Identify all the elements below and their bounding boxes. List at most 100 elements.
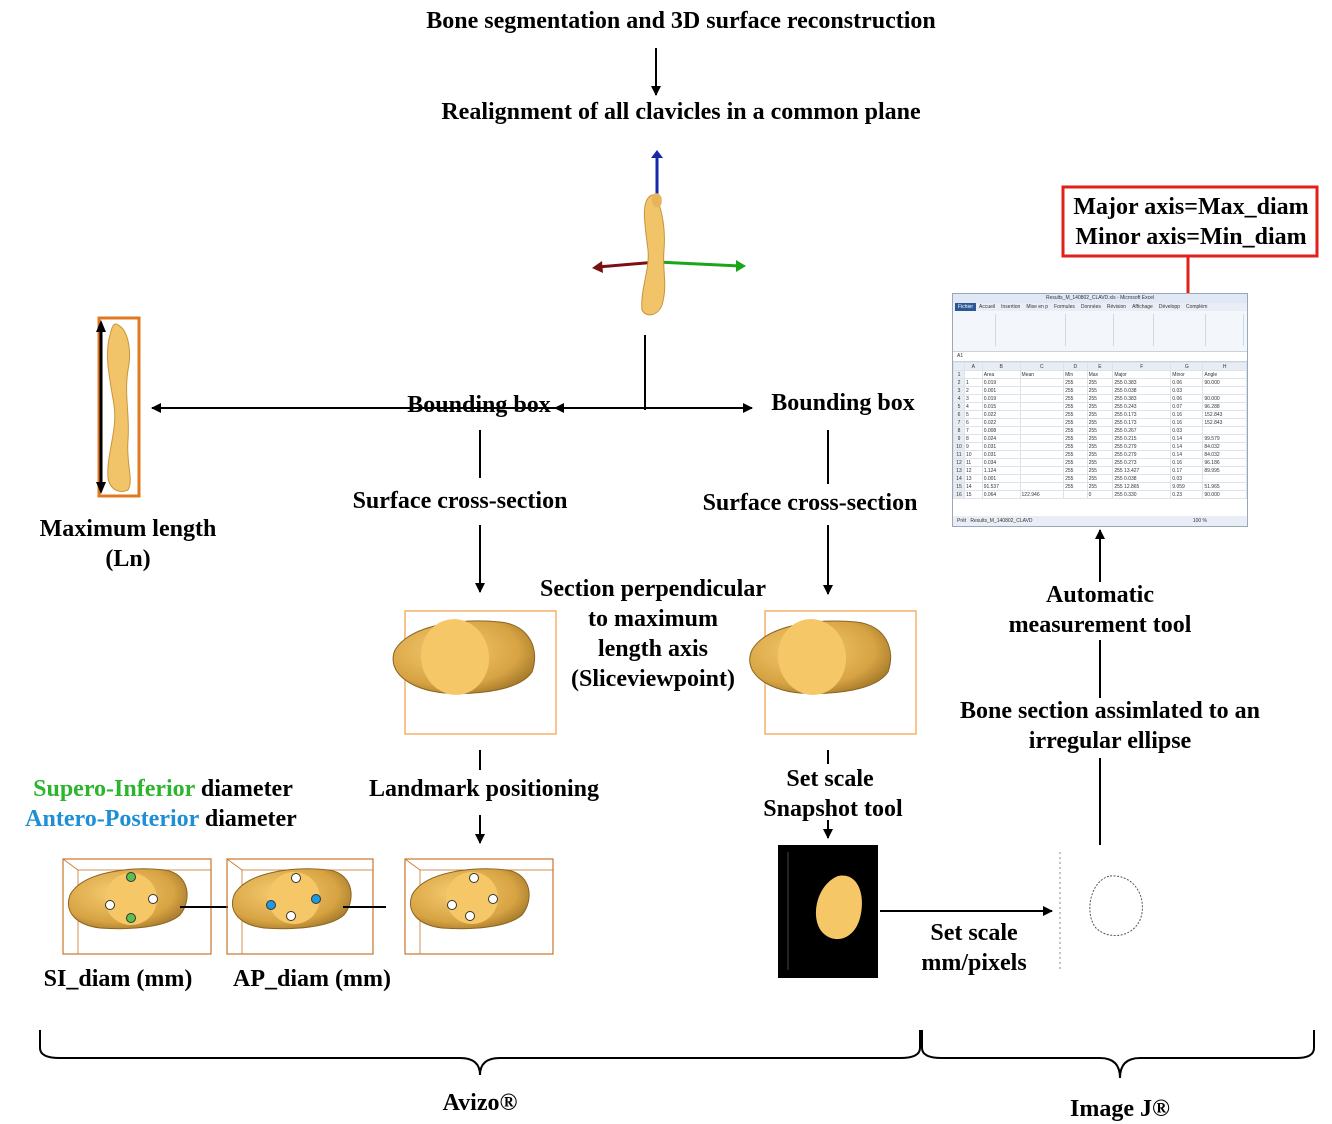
imagej-label: Image J® <box>1070 1096 1170 1122</box>
si-word: Supero-Inferior <box>33 776 195 802</box>
excel-tab: Révision <box>1106 304 1127 310</box>
excel-cell: 255 <box>1063 394 1088 403</box>
excel-cell: 0.064 <box>981 490 1021 499</box>
excel-cell: 84.032 <box>1202 442 1247 451</box>
excel-cell: 0.022 <box>981 418 1021 427</box>
excel-cell: 255 0.273 <box>1112 458 1172 467</box>
landmark-box-positions <box>404 858 554 955</box>
excel-cell: 13 <box>964 474 983 483</box>
section-image-right <box>749 610 917 735</box>
excel-cell: 255 <box>1063 474 1088 483</box>
excel-cell: 3 <box>953 386 965 395</box>
excel-cell: 255 <box>1063 442 1088 451</box>
excel-cell <box>1019 418 1065 427</box>
excel-cell: 255 <box>1063 410 1088 419</box>
excel-cell: 15 <box>964 490 983 499</box>
excel-cell: 9 <box>964 442 983 451</box>
snapshot-tool-label: Snapshot tool <box>763 796 903 822</box>
excel-cell <box>1019 386 1065 395</box>
excel-tab: Insertion <box>1001 304 1021 310</box>
excel-cell: 8 <box>953 426 965 435</box>
automatic-1: Automatic <box>1046 582 1154 608</box>
excel-cell: 255 <box>1063 418 1088 427</box>
excel-cell: 90.000 <box>1202 490 1247 499</box>
step-realignment: Realignment of all clavicles in a common… <box>441 99 921 125</box>
excel-cell: 8 <box>964 434 983 443</box>
excel-cell: 2 <box>953 378 965 387</box>
excel-cell <box>964 370 983 379</box>
excel-cell: 5 <box>964 410 983 419</box>
excel-cell: 10 <box>953 442 965 451</box>
excel-cell <box>1019 458 1065 467</box>
bone-section-2: irregular ellipse <box>1028 728 1192 754</box>
excel-cell <box>1019 450 1065 459</box>
imagej-ellipse-outline <box>1059 852 1143 970</box>
excel-cell: 255 0.383 <box>1112 378 1172 387</box>
excel-cell: 0.14 <box>1170 450 1204 459</box>
cross-section-left: Surface cross-section <box>352 488 568 514</box>
excel-cell: 90.000 <box>1202 378 1247 387</box>
bounding-box-right: Bounding box <box>771 390 915 416</box>
excel-cell: 0.16 <box>1170 410 1204 419</box>
excel-cell: 0.03 <box>1170 474 1204 483</box>
brace-imagej <box>921 1030 1315 1079</box>
excel-cell: 0.034 <box>981 458 1021 467</box>
excel-cell: 14 <box>953 474 965 483</box>
excel-tab: Complém <box>1185 304 1208 310</box>
excel-cell: 255 <box>1086 386 1114 395</box>
si-diameter-word: diameter <box>194 776 293 802</box>
excel-cell: 255 <box>1063 386 1088 395</box>
excel-cell: 255 <box>1086 442 1114 451</box>
excel-cell: 0.001 <box>981 386 1021 395</box>
excel-cell: 0 <box>1086 490 1114 499</box>
landmark-positioning: Landmark positioning <box>368 776 600 802</box>
excel-cell: 255 0.173 <box>1112 410 1172 419</box>
automatic-2: measurement tool <box>1008 612 1192 638</box>
ap-diam-label: AP_diam (mm) <box>233 966 391 992</box>
si-diameter-legend: Supero-Inferior diameter <box>8 774 318 804</box>
excel-cell: 96.186 <box>1202 458 1247 467</box>
excel-ribbon <box>953 311 1247 352</box>
excel-cell: 255 <box>1063 450 1088 459</box>
ap-diameter-legend: Antero-Posterior diameter <box>0 804 322 834</box>
excel-cell: 255 <box>1086 434 1114 443</box>
excel-cell: 51.965 <box>1202 482 1247 491</box>
excel-cell: 9 <box>953 434 965 443</box>
excel-cell: 255 0.215 <box>1112 434 1172 443</box>
excel-cell: C <box>1019 362 1065 371</box>
excel-cell: 152.843 <box>1202 418 1247 427</box>
excel-cell: 255 <box>1086 458 1114 467</box>
excel-cell: 6 <box>953 410 965 419</box>
excel-cell: 255 0.330 <box>1112 490 1172 499</box>
excel-cell <box>1202 386 1247 395</box>
excel-cell: 255 <box>1063 378 1088 387</box>
excel-tab: Développ <box>1158 304 1180 310</box>
excel-cell: 0.024 <box>981 434 1021 443</box>
excel-cell: 11 <box>964 458 983 467</box>
ap-diameter-word: diameter <box>198 806 297 832</box>
excel-cell <box>1019 426 1065 435</box>
excel-cell: G <box>1170 362 1204 371</box>
excel-cell <box>953 362 965 371</box>
excel-cell: 152.843 <box>1202 410 1247 419</box>
excel-tab: Formules <box>1054 304 1075 310</box>
excel-results-window: Results_M_140802_CLAVD.xls - Microsoft E… <box>952 293 1248 527</box>
excel-cell: 0.019 <box>981 394 1021 403</box>
max-length-label: Maximum length <box>39 516 217 542</box>
excel-cell: 255 <box>1063 426 1088 435</box>
excel-cell <box>1019 482 1065 491</box>
step-segmentation: Bone segmentation and 3D surface reconst… <box>426 8 936 34</box>
excel-cell: 255 <box>1063 402 1088 411</box>
excel-cell: 122.946 <box>1019 490 1065 499</box>
excel-cell: Area <box>981 370 1021 379</box>
snapshot-image <box>778 845 878 978</box>
excel-cell: 4 <box>964 402 983 411</box>
